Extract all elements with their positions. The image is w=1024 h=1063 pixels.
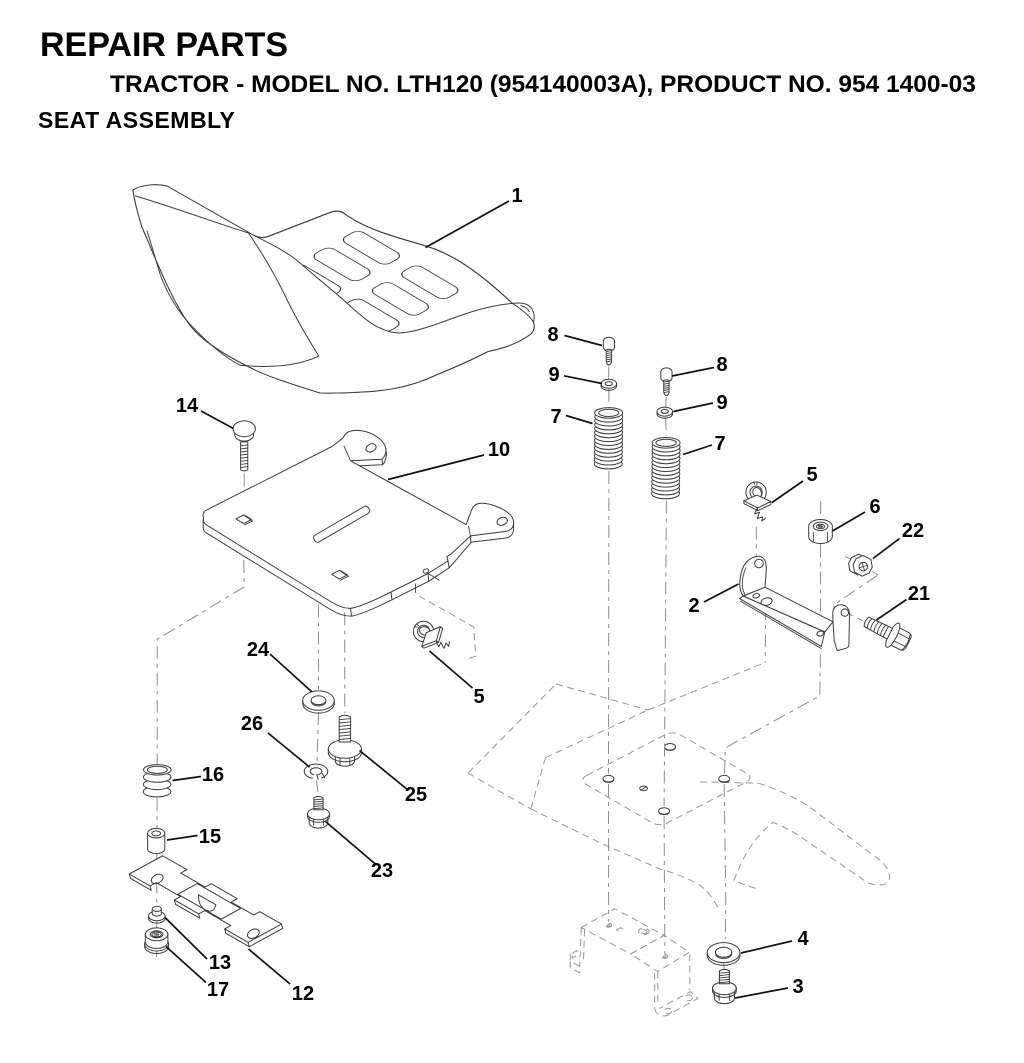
callout-leader-3 [734, 987, 789, 999]
callout-label-3: 3 [792, 976, 803, 998]
part-washer-24 [302, 690, 335, 714]
callout-leader-2 [703, 583, 739, 603]
part-washer-right [656, 406, 674, 419]
callout-label-21: 21 [908, 583, 930, 605]
callout-label-16: 16 [202, 764, 224, 786]
part-shoulder-bolt-left [602, 336, 615, 366]
callout-label-1: 1 [511, 185, 522, 207]
callout-leader-5 [428, 650, 474, 689]
callout-label-8: 8 [547, 324, 558, 346]
callout-label-25: 25 [405, 784, 427, 806]
callout-label-5: 5 [806, 464, 817, 486]
callout-leader-1 [425, 200, 510, 249]
part-seat [132, 184, 535, 394]
callout-leader-17 [165, 945, 207, 984]
callout-leader-7 [565, 414, 593, 425]
callout-leader-8 [671, 366, 715, 377]
page-title: REPAIR PARTS [40, 26, 289, 64]
callout-label-5: 5 [473, 686, 484, 708]
model-subtitle: TRACTOR - MODEL NO. LTH120 (954140003A),… [110, 71, 976, 98]
callout-label-24: 24 [247, 639, 270, 661]
callout-label-7: 7 [714, 433, 725, 455]
part-lock-nut [808, 519, 833, 545]
callout-leader-26 [267, 732, 311, 768]
part-lock-washer-26 [303, 763, 329, 782]
part-washer-left [600, 378, 618, 391]
part-bracket [739, 555, 851, 652]
part-spring-left [593, 407, 624, 470]
callout-leader-15 [166, 834, 198, 841]
part-bushing-15 [147, 827, 166, 855]
part-clip-upper [743, 481, 772, 522]
callout-leader-4 [740, 940, 793, 954]
part-bolt-3 [711, 968, 737, 1005]
callout-label-15: 15 [199, 826, 221, 848]
part-shoulder-bolt-right [660, 367, 673, 397]
part-shoulder-screw-25 [327, 714, 362, 767]
callout-leader-9 [673, 402, 714, 413]
callout-leader-12 [247, 948, 291, 985]
callout-label-26: 26 [241, 713, 263, 735]
callout-label-14: 14 [176, 395, 199, 417]
part-spring-right [651, 437, 681, 500]
callout-label-13: 13 [209, 952, 231, 974]
callout-label-10: 10 [488, 439, 510, 461]
callout-label-9: 9 [716, 392, 727, 414]
support-bracket-hidden [569, 908, 699, 1017]
callout-label-4: 4 [797, 928, 809, 950]
callout-label-22: 22 [902, 520, 924, 542]
callout-leader-10 [387, 454, 485, 481]
part-push-nut-13 [148, 905, 166, 924]
callout-leader-9 [563, 374, 603, 385]
fender-mount-holes [602, 743, 731, 816]
part-clip-lower [406, 595, 477, 661]
centerlines [156, 366, 879, 970]
part-bolt-23 [307, 795, 330, 829]
fender-hidden-outline [467, 662, 891, 910]
callout-leader-16 [172, 775, 202, 782]
callout-leader-13 [164, 916, 208, 960]
part-adjuster-plate-12 [128, 855, 284, 948]
callout-label-12: 12 [292, 983, 314, 1005]
callout-label-9: 9 [548, 364, 559, 386]
callout-leader-21 [876, 598, 907, 621]
part-flange-nut-17 [144, 927, 170, 954]
callout-leader-25 [358, 749, 409, 791]
part-shoulder-bolt-21 [863, 616, 912, 651]
callout-leader-22 [872, 537, 901, 560]
callout-leader-23 [324, 820, 378, 866]
part-carriage-bolt [232, 420, 256, 472]
callout-leader-24 [269, 653, 313, 693]
part-hex-nut [848, 553, 873, 577]
callout-leader-14 [200, 410, 234, 430]
part-washer-4 [706, 942, 741, 966]
callout-label-7: 7 [550, 406, 561, 428]
callout-label-6: 6 [869, 496, 880, 518]
callout-label-17: 17 [207, 979, 229, 1001]
callout-label-8: 8 [716, 354, 727, 376]
callout-leader-6 [832, 511, 866, 532]
part-seat-plate [202, 429, 515, 617]
callout-label-23: 23 [371, 860, 393, 882]
callout-label-2: 2 [688, 595, 699, 617]
callout-leader-7 [682, 444, 713, 456]
section-title: SEAT ASSEMBLY [38, 107, 236, 133]
callout-leader-5 [771, 480, 804, 504]
callout-leader-8 [564, 334, 603, 347]
part-spring-16 [142, 764, 172, 798]
